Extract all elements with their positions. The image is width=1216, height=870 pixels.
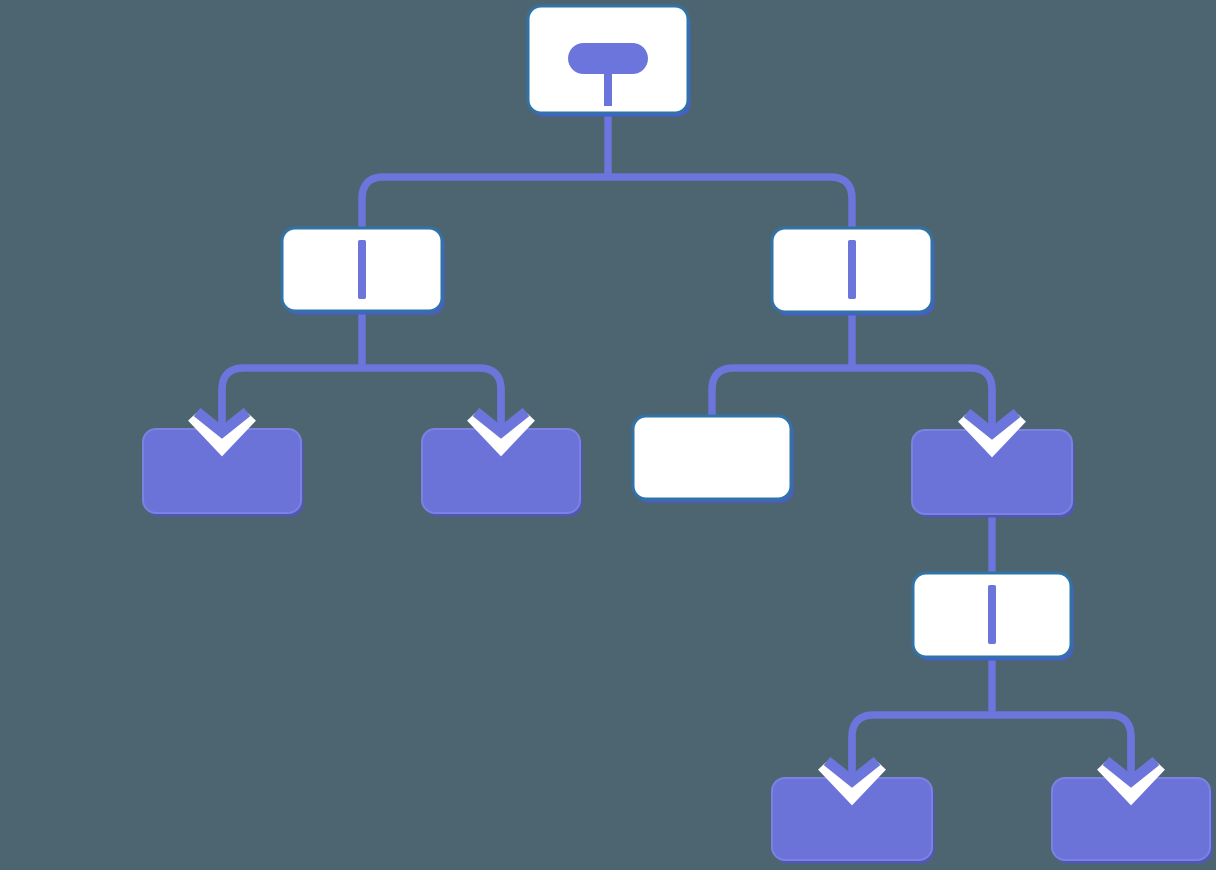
pill-with-stem-icon — [568, 43, 648, 106]
node-root — [526, 4, 691, 117]
node-branch-left — [280, 226, 445, 315]
collapse-chevron-icon[interactable] — [188, 387, 256, 457]
node-leaf-empty — [631, 414, 794, 503]
node-branch-lower — [911, 571, 1074, 661]
collapse-chevron-icon[interactable] — [818, 736, 886, 806]
chevron-white-icon — [188, 410, 256, 457]
node-collapsed-mid — [911, 388, 1075, 518]
chevron-white-icon — [958, 411, 1026, 458]
chevron-white-icon — [1097, 759, 1165, 806]
node-branch-right — [770, 226, 935, 316]
node-leaf-collapsed-1 — [142, 387, 304, 517]
node-leaf-collapsed-2 — [421, 387, 583, 517]
divider-bar-icon — [358, 240, 366, 299]
edge-root-branch-right — [608, 173, 856, 232]
pill-icon — [568, 43, 648, 74]
chevron-white-icon — [467, 410, 535, 457]
edges-layer — [218, 111, 1135, 770]
node-leaf-collapsed-3 — [771, 736, 935, 864]
pill-stem-icon — [604, 70, 612, 106]
divider-bar-icon — [848, 240, 856, 299]
edge-branch-right-leaf-empty — [708, 364, 852, 420]
edge-root-branch-left — [358, 173, 608, 232]
collapse-chevron-icon[interactable] — [1097, 736, 1165, 806]
node-box-leaf-empty[interactable] — [631, 414, 793, 501]
arrow-head-icon — [193, 407, 251, 439]
collapse-chevron-icon[interactable] — [958, 388, 1026, 458]
divider-bar-icon — [988, 585, 996, 644]
chevron-white-icon — [818, 759, 886, 806]
arrow-head-icon — [823, 756, 881, 788]
node-leaf-collapsed-4 — [1051, 736, 1213, 864]
arrow-head-icon — [472, 407, 530, 439]
arrow-head-icon — [1102, 756, 1160, 788]
arrow-head-icon — [963, 408, 1021, 440]
collapse-chevron-icon[interactable] — [467, 387, 535, 457]
